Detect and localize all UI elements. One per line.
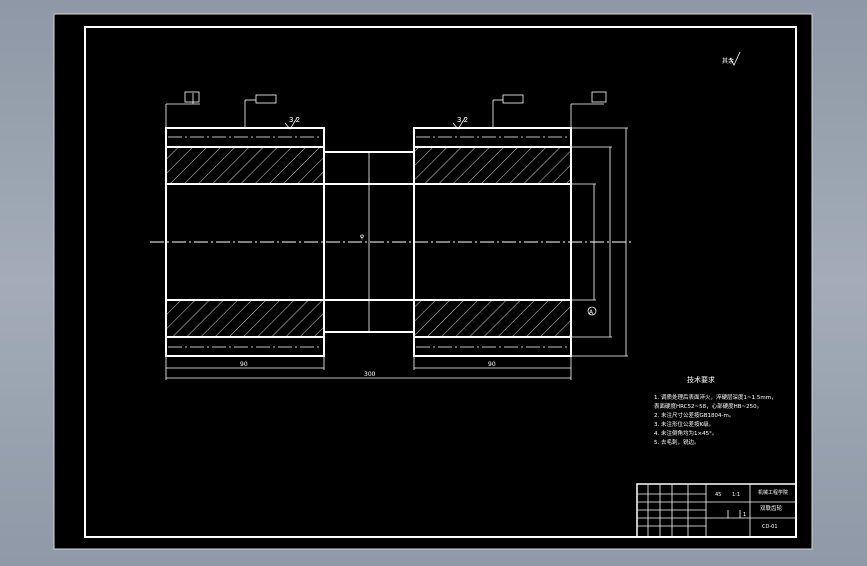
roughness-right-symbol	[452, 117, 466, 130]
title-block-drawing-no: CD-01	[762, 524, 778, 530]
drawing-frame	[84, 26, 797, 538]
dim-total-length: 300	[364, 371, 376, 378]
title-block-part-name: 双联齿轮	[760, 504, 783, 512]
roughness-left-label: 3.2	[289, 116, 300, 124]
hatch-top-right	[415, 148, 570, 183]
datum-label: A	[589, 309, 594, 316]
roughness-note: 其余	[722, 51, 741, 66]
hatch-top-left	[167, 148, 323, 183]
title-block-scale: 1:1	[732, 492, 740, 498]
dim-right-length: 90	[488, 361, 496, 368]
title-block-material: 45	[715, 492, 721, 498]
drawing-sheet	[53, 13, 813, 550]
tech-requirements-title: 技术要求	[687, 375, 715, 384]
title-block-sheet: 1	[743, 512, 746, 518]
diameter-dimensions	[571, 127, 628, 357]
roughness-right-label: 3.2	[457, 116, 468, 124]
hatch-bottom-right	[415, 301, 570, 336]
tech-item: 3. 未注形位公差按K级。	[654, 420, 714, 428]
centerline-label: φ	[360, 233, 364, 240]
roughness-note-text: 其余	[722, 57, 734, 65]
tech-item: 表面硬度HRC52~58，心部硬度HB~250。	[654, 402, 762, 410]
dim-left-length: 90	[240, 361, 248, 368]
tech-item: 4. 未注倒角均为1×45°。	[654, 429, 717, 437]
tech-item: 5. 去毛刺，锐边。	[654, 438, 700, 446]
roughness-left-symbol	[284, 117, 298, 130]
gdt-annotations	[165, 91, 607, 128]
tech-item: 1. 调质处理后表面淬火，淬硬层深度1~1.5mm，	[654, 393, 777, 401]
tech-requirements: 技术要求 1. 调质处理后表面淬火，淬硬层深度1~1.5mm， 表面硬度HRC5…	[654, 375, 777, 446]
tech-item: 2. 未注尺寸公差按GB1804-m。	[654, 411, 734, 419]
length-dimensions	[165, 356, 572, 380]
hatch-bottom-left	[167, 301, 323, 336]
title-block-school: 机械工程学院	[758, 489, 788, 496]
title-block	[636, 483, 797, 538]
